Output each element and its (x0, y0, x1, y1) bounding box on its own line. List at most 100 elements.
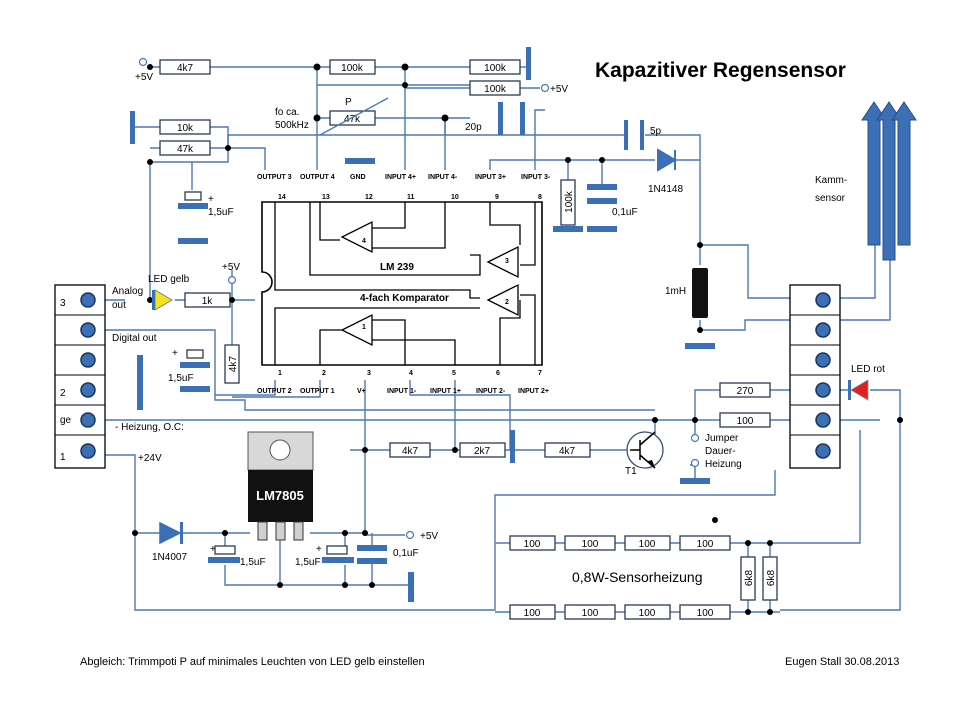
pin-num-4: 4 (409, 370, 413, 377)
ic-body (261, 201, 543, 366)
label-1mh: 1mH (665, 286, 686, 297)
resistors: 4k7 100k 100k 100k 10k 47k 47k 1k 4k7 2k… (159, 59, 778, 620)
terminal-block-left-frame (54, 284, 106, 469)
pin-num-8: 8 (538, 194, 542, 201)
cap-plate (130, 111, 135, 144)
regulator-label: LM7805 (256, 488, 304, 503)
cap-1u5-b-gnd (180, 386, 210, 392)
gnd-plate-pin12 (345, 158, 375, 164)
wire-47k-down (149, 148, 229, 298)
resistor-47k (159, 140, 211, 156)
kamm-electrode-1 (861, 101, 887, 246)
wire-24v-down (134, 533, 510, 611)
label-plus5v-d: +5V (420, 531, 438, 542)
junction-dot (697, 327, 703, 333)
heater-resistor (679, 604, 731, 620)
junction-dot (313, 63, 321, 71)
label-plus5v-a: +5V (135, 72, 153, 83)
open-terminals (138, 57, 700, 540)
label-20p: 20p (465, 122, 482, 133)
label-analog-2: out (112, 300, 126, 311)
pin-num-10: 10 (451, 194, 459, 201)
resistor-4k7-b-label: 4k7 (559, 446, 576, 457)
terminal-block-left: 3 2 ge 1 (54, 284, 106, 469)
heater-resistor (624, 535, 671, 551)
terminal-5v-a (138, 57, 148, 67)
pin-num-7: 7 (538, 370, 542, 377)
label-fo-2: 500kHz (275, 120, 309, 131)
diode-1n4007 (159, 521, 182, 545)
gnd-plate-t1 (680, 478, 710, 484)
pin-label-1: OUTPUT 2 (257, 388, 292, 395)
label-jumper-3: Heizung (705, 459, 742, 470)
pin-label-2: OUTPUT 1 (300, 388, 335, 395)
regulator-body (248, 470, 313, 522)
led-red-bar (848, 380, 851, 400)
wires (105, 66, 901, 613)
diode-1n4148 (657, 148, 677, 172)
regulator-pin-out (293, 521, 304, 541)
junction-dot (342, 582, 348, 588)
label-1u5-b-plus: + (172, 348, 178, 359)
wire-24v (105, 454, 365, 534)
label-plus5v-c: +5V (222, 262, 240, 273)
junction-dot (712, 517, 718, 523)
cap-0u1-b-bottom (357, 558, 387, 564)
junction-dot (745, 609, 751, 615)
terminal-block-right-screws[interactable] (815, 292, 831, 459)
pin-label-4: INPUT 1- (387, 388, 417, 395)
resistor-100k-vertical (560, 179, 576, 226)
wire-heater-feed (494, 470, 776, 542)
wire-gnd-reg (224, 540, 410, 586)
pin-label-10: INPUT 4- (428, 174, 458, 181)
junction-dot (402, 82, 408, 88)
junction-dot (362, 447, 368, 453)
label-1n4148: 1N4148 (648, 184, 683, 195)
resistor-100k-a (329, 59, 376, 75)
terminal-block-left-dividers (55, 314, 105, 436)
junction-dot (767, 540, 773, 546)
pin-num-12: 12 (365, 194, 373, 201)
ic-internal-wires (274, 202, 536, 365)
jumper-pin-a[interactable] (690, 433, 700, 443)
pin-label-12: GND (350, 174, 366, 181)
label-1u5-a: 1,5uF (208, 207, 234, 218)
junction-dot (692, 417, 698, 423)
terminal-5v-b (540, 83, 550, 93)
cap-1u5-a-top (178, 203, 208, 209)
pin-num-9: 9 (495, 194, 499, 201)
terminal-block-left-screws[interactable] (80, 292, 96, 459)
label-fo-1: fo ca. (275, 107, 299, 118)
heater-bottom-label-1: 100 (524, 608, 541, 619)
comparator-3 (486, 245, 519, 279)
label-kamm-1: Kamm- (815, 175, 847, 186)
cap-1u5-c-body (214, 545, 236, 555)
inductor-1mh (692, 268, 708, 318)
heater-top-label-3: 100 (639, 539, 656, 550)
terminal-5v-c (227, 275, 237, 285)
gnd-plate-inductor (685, 343, 715, 349)
wire-270 (694, 389, 790, 440)
comparator-4 (340, 220, 373, 254)
resistor-100k-c-label: 100k (484, 84, 507, 95)
jumper-pin-b[interactable] (690, 458, 700, 468)
junction-dot (441, 114, 449, 122)
terminal-block-right (789, 284, 841, 469)
gnd-plate-regulator (408, 572, 414, 602)
poti-wiper (319, 97, 389, 136)
resistor-4k7-vertical (224, 344, 240, 384)
label-1u5-c-plus: + (210, 544, 216, 555)
wire-6k8 (747, 543, 771, 612)
resistor-6k8-b (762, 556, 778, 601)
junction-dot (222, 530, 228, 536)
pin-num-13: 13 (322, 194, 330, 201)
pin-label-7: INPUT 2+ (518, 388, 549, 395)
heater-resistor (509, 535, 556, 551)
regulator-pin-in (257, 521, 268, 541)
label-1n4007: 1N4007 (152, 552, 187, 563)
junction-dot (147, 297, 153, 303)
cap-plate-2k7 (510, 430, 515, 463)
label-led-rot: LED rot (851, 364, 885, 375)
